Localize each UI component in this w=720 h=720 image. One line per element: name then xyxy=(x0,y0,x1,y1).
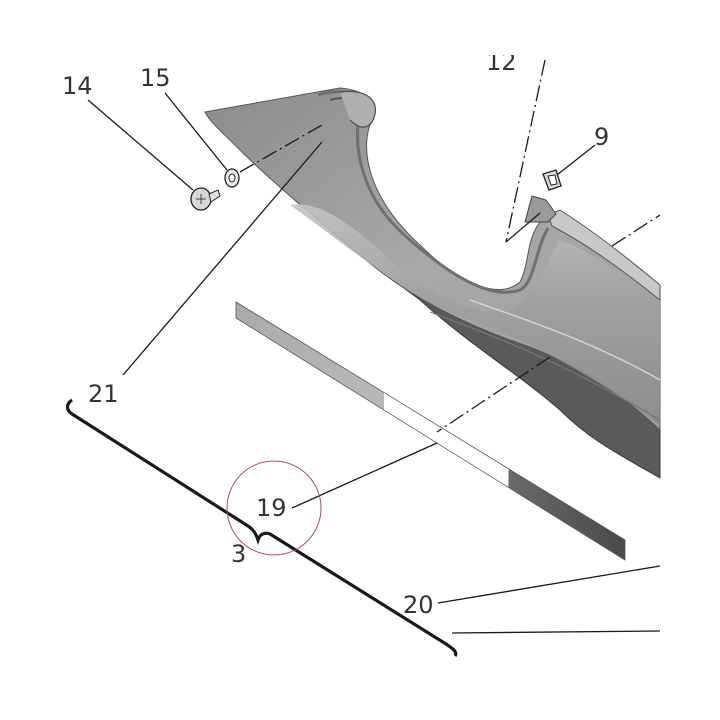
callout-19: 19 xyxy=(256,494,287,522)
callout-20: 20 xyxy=(403,591,434,619)
screw-icon xyxy=(190,187,221,211)
callout-21: 21 xyxy=(88,380,119,408)
clip-icon xyxy=(542,169,562,191)
top-crop-mask xyxy=(470,0,570,55)
leader-lines xyxy=(87,59,661,634)
group-bracket xyxy=(65,398,458,657)
washer-icon xyxy=(224,168,240,188)
trim-strip-icon xyxy=(235,301,626,561)
callout-9: 9 xyxy=(594,123,609,151)
callout-15: 15 xyxy=(140,64,171,92)
highlight-circle xyxy=(226,460,322,556)
callout-3: 3 xyxy=(231,540,246,568)
callout-14: 14 xyxy=(62,72,93,100)
side-sill-panel xyxy=(204,87,661,479)
